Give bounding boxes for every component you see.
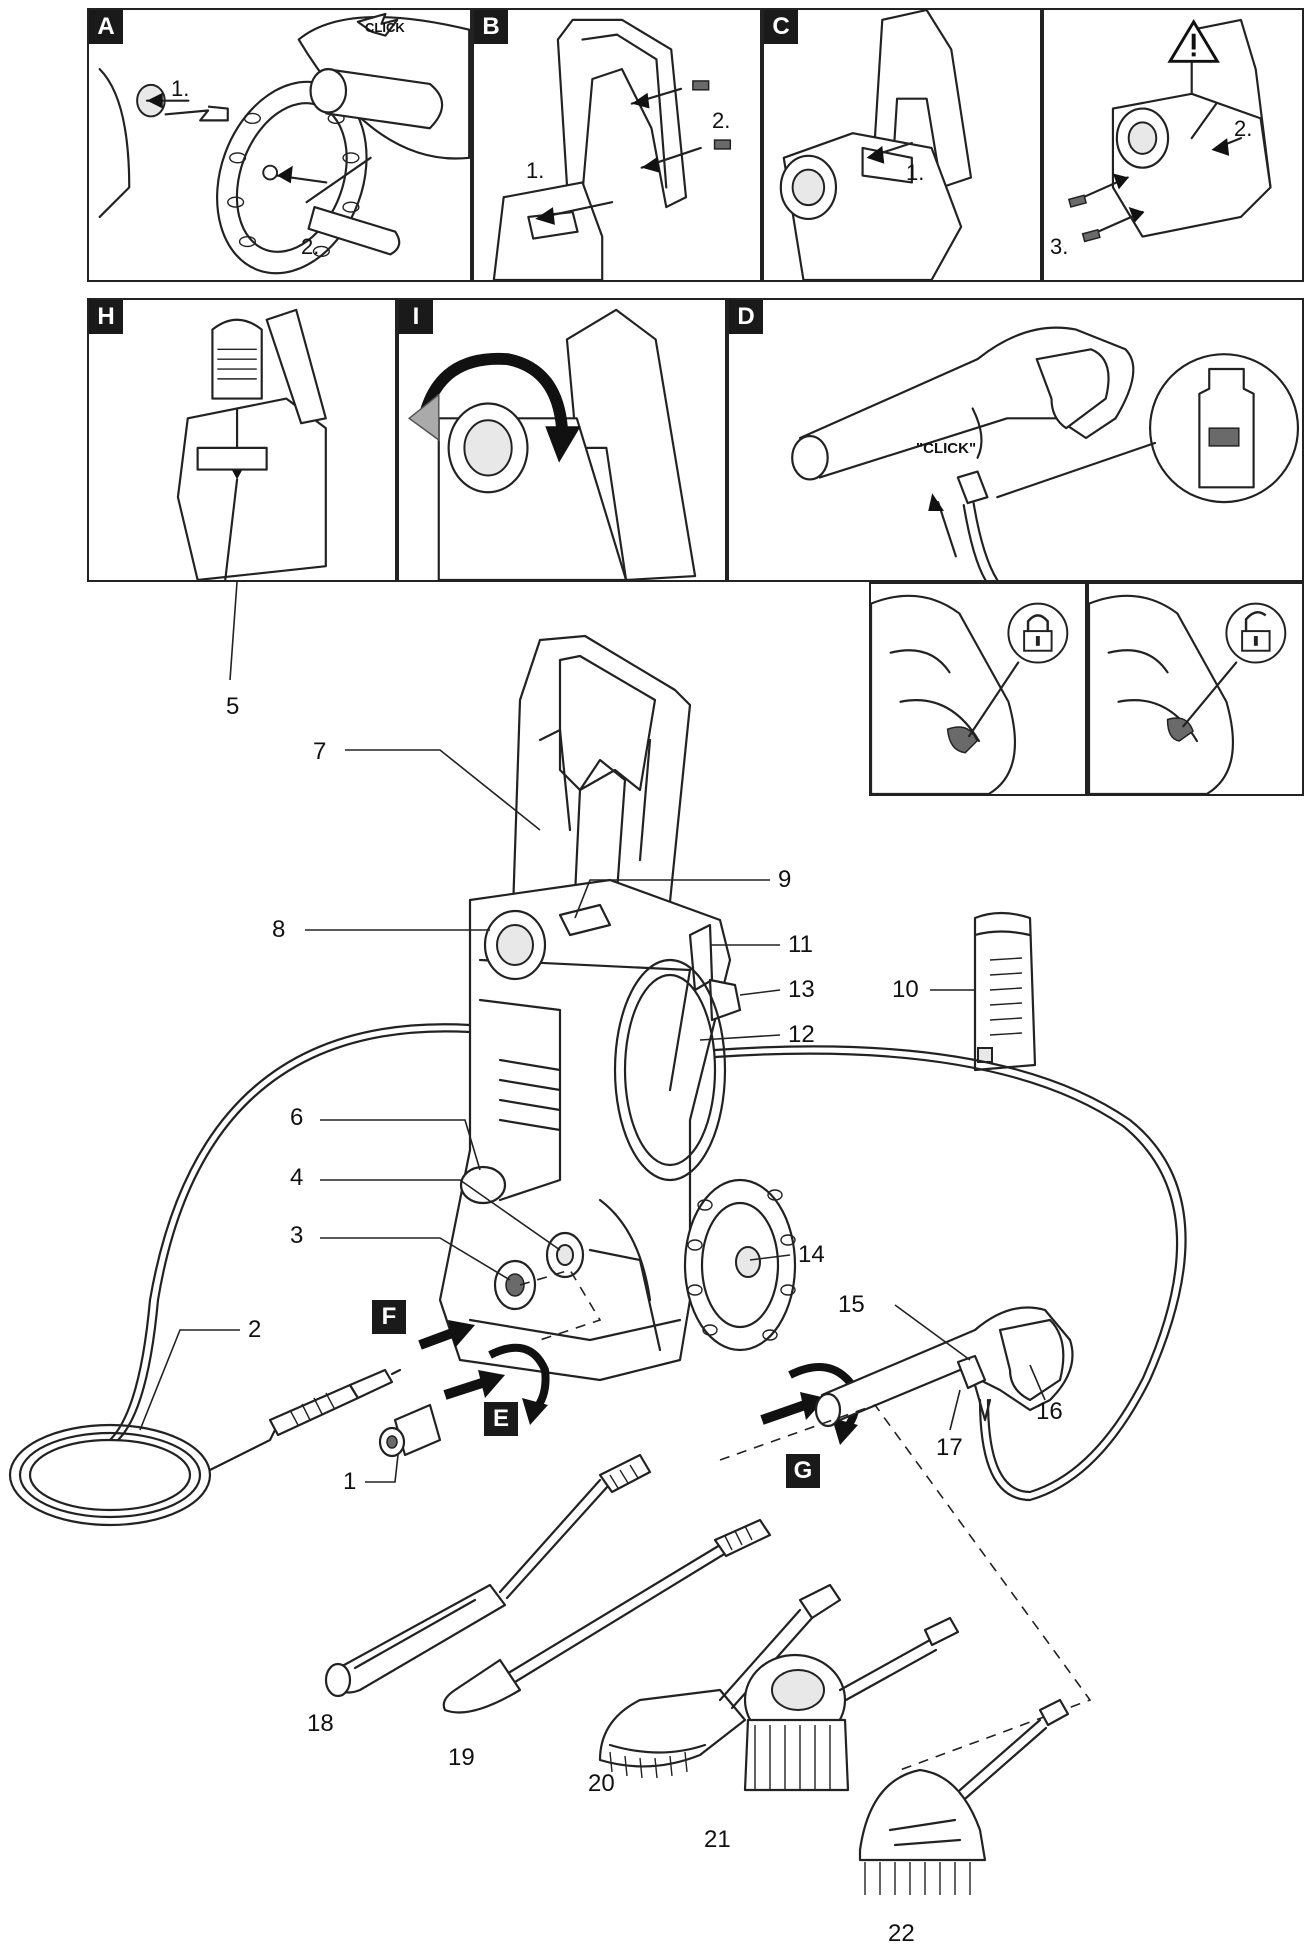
callout-4: 4: [290, 1164, 304, 1191]
callout-22: 22: [888, 1920, 915, 1947]
panel-d-click-label: "CLICK": [916, 440, 977, 457]
panel-i-drawing: [407, 308, 697, 580]
callout-14: 14: [798, 1241, 825, 1268]
rotate-arrow-icon: [407, 352, 581, 463]
padlock-closed-icon: [1007, 602, 1069, 664]
callout-3: 3: [290, 1222, 304, 1249]
panel-h: H: [87, 298, 397, 582]
panel-label-h: H: [89, 300, 123, 334]
callout-5: 5: [226, 693, 240, 720]
callout-20: 20: [588, 1770, 615, 1797]
callout-9: 9: [778, 866, 792, 893]
spray-gun: [814, 1306, 1074, 1428]
padlock-open-icon: [1225, 602, 1287, 664]
panel-a-step-2: 2.: [301, 234, 320, 259]
pressure-washer-body: [438, 878, 797, 1382]
panel-label-d: D: [729, 300, 763, 334]
callout-15: 15: [838, 1291, 865, 1318]
panel-warning-drawing: [1067, 18, 1272, 243]
panel-b: B 1. 2.: [472, 8, 762, 282]
step-marker-f: F: [372, 1300, 406, 1334]
panel-a: A 1. 2. CLICK: [87, 8, 472, 282]
panel-lock-open: [1087, 582, 1304, 796]
high-pressure-hose: [8, 1023, 1187, 1527]
callout-6: 6: [290, 1104, 304, 1131]
panel-label-a: A: [89, 10, 123, 44]
panel-d: D "CLICK": [727, 298, 1304, 582]
panel-c-step-1: 1.: [906, 160, 925, 185]
callout-19: 19: [448, 1744, 475, 1771]
panel-b-step-1: 1.: [526, 158, 545, 183]
detergent-bottle: [973, 911, 1037, 1072]
panel-label-c: C: [764, 10, 798, 44]
panel-b-drawing: [492, 18, 732, 280]
insert-arrow-icon: [418, 1320, 826, 1425]
panel-lock-closed: [869, 582, 1087, 796]
panel-label-i: I: [399, 300, 433, 334]
callout-21: 21: [704, 1826, 731, 1853]
accessory-rotary-brush: [743, 1616, 960, 1792]
accessory-power-scrubber: [858, 1698, 1070, 1895]
panel-warning-step-3: 3.: [1050, 234, 1069, 259]
step-marker-e: E: [484, 1402, 518, 1436]
callout-leaders: [139, 749, 1046, 1483]
callout-16: 16: [1036, 1398, 1063, 1425]
panel-lock-closed-drawing: [871, 594, 1069, 794]
panel-i: I: [397, 298, 727, 582]
panel-warning: 2. 3.: [1042, 8, 1304, 282]
callout-18: 18: [307, 1710, 334, 1737]
panel-label-b: B: [474, 10, 508, 44]
warning-triangle-icon: [1167, 19, 1220, 63]
callout-2: 2: [248, 1316, 262, 1343]
callout-1: 1: [343, 1468, 357, 1495]
panel-d-drawing: [791, 326, 1300, 580]
hose-adapter: [378, 1403, 442, 1458]
callout-17: 17: [936, 1434, 963, 1461]
step-marker-g: G: [786, 1454, 820, 1488]
click-burst-icon: CLICK: [365, 20, 405, 35]
callout-8: 8: [272, 916, 286, 943]
callout-10: 10: [892, 976, 919, 1003]
panel-b-step-2: 2.: [712, 108, 731, 133]
callout-13: 13: [788, 976, 815, 1003]
callout-7: 7: [313, 738, 327, 765]
panel-c: C 1.: [762, 8, 1042, 282]
panel-c-drawing: [779, 10, 973, 280]
panel-a-drawing: [98, 12, 470, 275]
panel-a-step-1: 1.: [171, 76, 190, 101]
panel-warning-step-2: 2.: [1234, 116, 1253, 141]
callout-11: 11: [788, 931, 813, 958]
callout-12: 12: [788, 1021, 815, 1048]
accessory-vario-lance: [324, 1453, 652, 1698]
panel-lock-open-drawing: [1089, 594, 1287, 794]
panel-h-drawing: [176, 308, 327, 580]
accessory-dirt-blaster: [442, 1518, 772, 1714]
accessory-wash-brush: [598, 1583, 842, 1779]
